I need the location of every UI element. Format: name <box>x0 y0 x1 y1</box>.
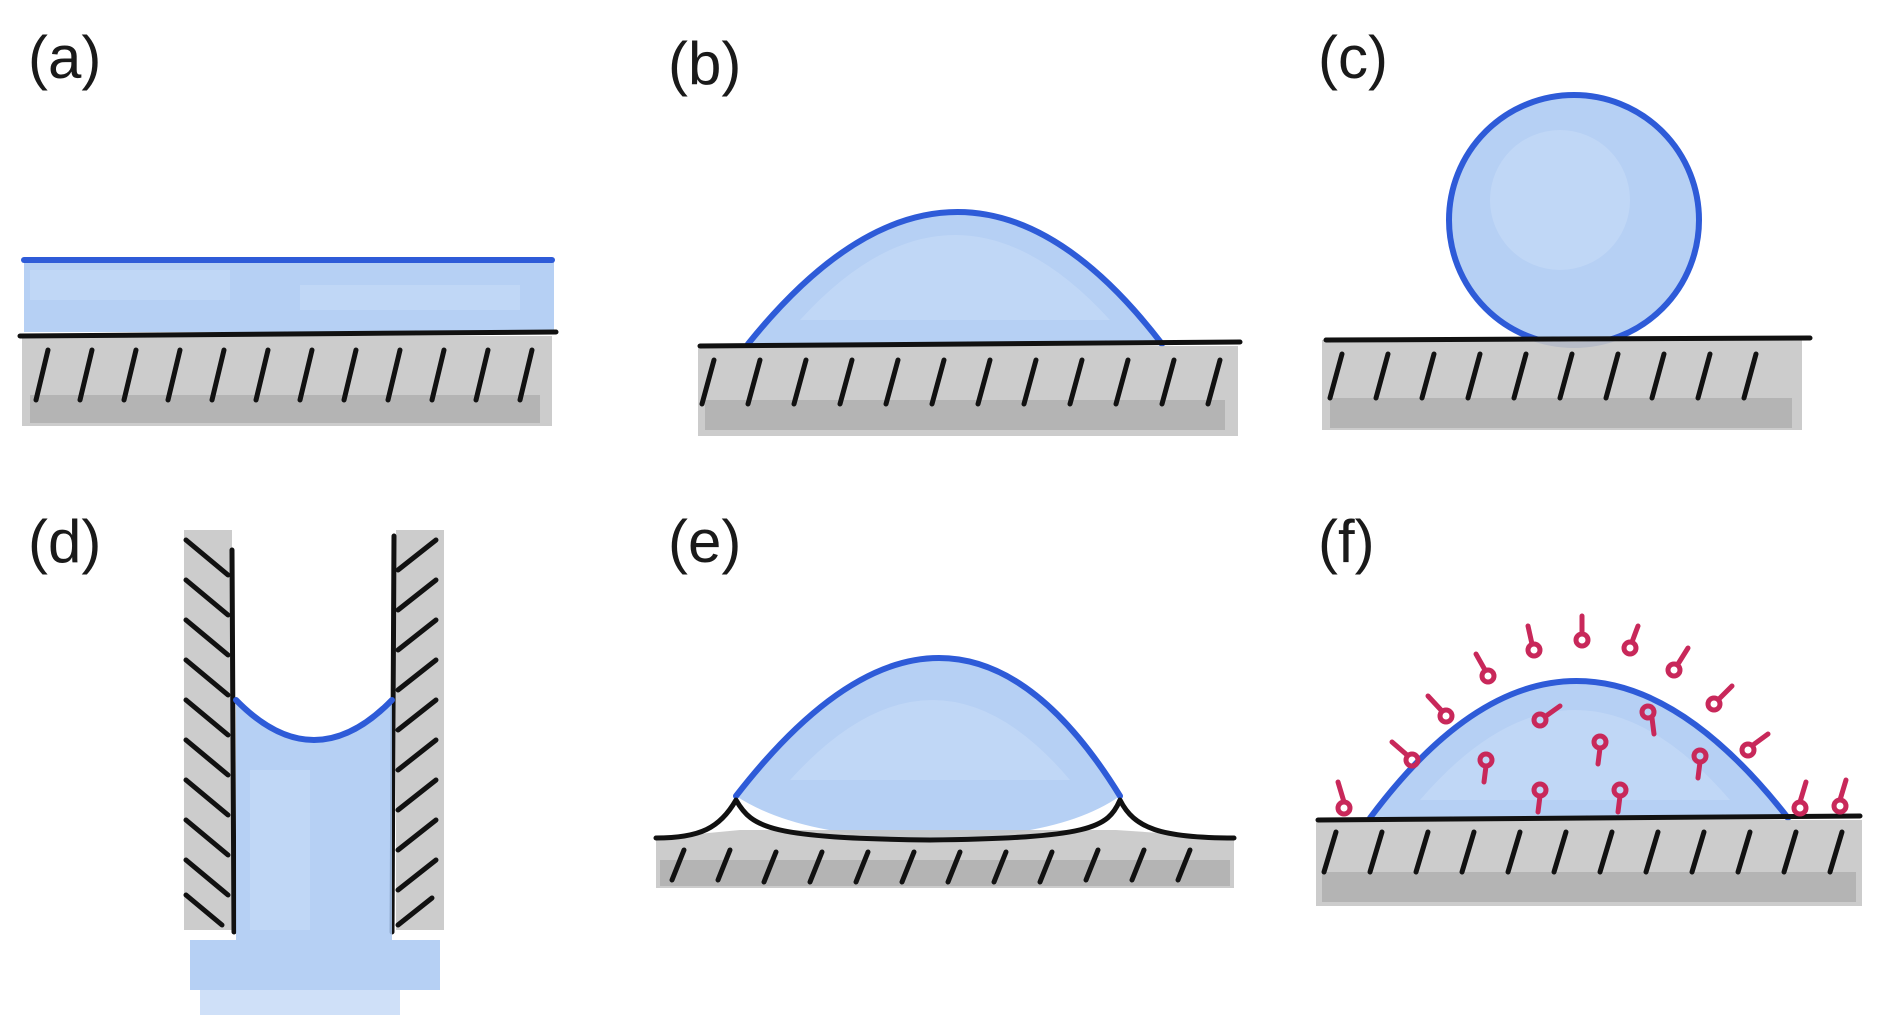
panel-e-drop <box>733 655 1123 838</box>
panel-a-surface-line <box>17 329 559 339</box>
panel-d: (d) <box>28 508 444 1015</box>
panel-e-drop-outline <box>733 655 1123 799</box>
panel-e-deformed-surface <box>653 797 1237 843</box>
panel-c-substrate <box>1322 335 1813 430</box>
panel-b-drop-outline <box>745 209 1165 347</box>
panel-b-hatching <box>699 357 1223 407</box>
panel-d-right-hatching <box>395 537 439 928</box>
panel-b-label: (b) <box>668 30 741 97</box>
panel-a-substrate <box>17 329 559 426</box>
panel-d-left-wall <box>229 547 237 935</box>
panel-f: (f) <box>1315 508 1863 906</box>
panel-c: (c) <box>1318 24 1813 430</box>
panel-b-drop <box>745 209 1165 347</box>
panel-a-label: (a) <box>28 24 101 91</box>
panel-d-label: (d) <box>28 508 101 575</box>
panel-d-right-wall <box>389 533 397 935</box>
panel-e: (e) <box>653 508 1237 888</box>
panel-f-drop <box>1367 678 1791 821</box>
panel-e-label: (e) <box>668 508 741 575</box>
panel-f-substrate <box>1315 813 1863 906</box>
panel-f-drop-outline <box>1367 678 1791 821</box>
panel-e-substrate <box>653 797 1237 888</box>
panel-f-hatching <box>1321 829 1845 875</box>
panel-d-meniscus <box>233 697 395 743</box>
panel-a: (a) <box>17 24 559 426</box>
panel-a-hatching <box>33 347 535 403</box>
panel-c-hatching <box>1327 351 1759 401</box>
panel-b-substrate <box>697 339 1243 436</box>
panel-c-drop <box>1446 92 1702 348</box>
panel-d-left-hatching <box>183 537 231 928</box>
panel-a-film <box>21 257 555 332</box>
panel-c-surface-line <box>1323 335 1813 343</box>
panel-e-hatching <box>669 847 1193 885</box>
panel-f-label: (f) <box>1318 508 1375 575</box>
panel-d-walls <box>183 530 444 935</box>
panel-c-label: (c) <box>1318 24 1388 91</box>
panel-b-surface-line <box>697 339 1243 349</box>
panel-d-liquid <box>190 697 440 1015</box>
panel-f-surfactants <box>1335 613 1849 817</box>
panel-b: (b) <box>668 30 1243 436</box>
panel-f-surface-line <box>1315 813 1863 823</box>
